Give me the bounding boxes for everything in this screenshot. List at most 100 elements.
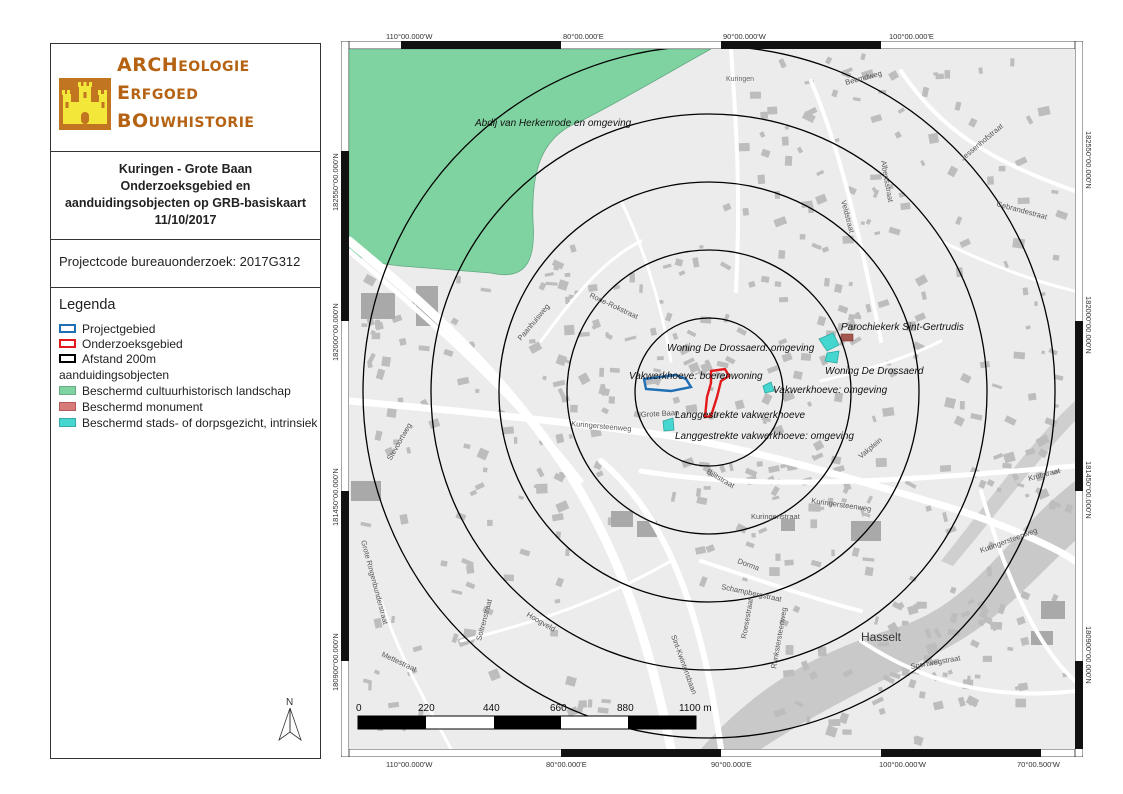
building	[775, 553, 781, 561]
large-building	[361, 293, 395, 319]
building	[859, 507, 866, 517]
building	[781, 352, 793, 363]
scale-label-220: 220	[418, 703, 435, 714]
building	[998, 166, 1006, 172]
building	[386, 408, 397, 418]
building	[707, 412, 720, 420]
title-line-1: Kuringen - Grote Baan	[118, 162, 253, 176]
building	[842, 488, 849, 495]
building	[374, 321, 384, 331]
building	[762, 417, 769, 425]
building	[913, 735, 924, 747]
building	[745, 541, 755, 549]
building	[900, 202, 911, 211]
building	[916, 601, 927, 609]
building	[482, 467, 488, 473]
building	[748, 280, 756, 288]
building	[842, 668, 854, 678]
building	[1022, 287, 1029, 296]
building	[812, 439, 825, 452]
building	[519, 548, 531, 557]
building	[751, 532, 756, 538]
coord-bottom-4: 100°00.000'W	[879, 760, 926, 769]
building	[678, 270, 686, 277]
large-building	[351, 481, 381, 501]
building	[842, 729, 852, 735]
building	[374, 430, 383, 441]
building	[792, 605, 801, 613]
building	[734, 399, 745, 410]
building	[569, 244, 577, 253]
coord-left-1: 182550°00.000'N	[331, 153, 340, 211]
building	[367, 352, 376, 363]
building	[887, 621, 900, 635]
building	[898, 601, 905, 609]
scale-label-880: 880	[617, 703, 634, 714]
building	[778, 250, 786, 259]
building	[831, 89, 839, 98]
building	[465, 564, 475, 574]
building	[870, 114, 883, 123]
building	[568, 434, 573, 439]
building	[597, 707, 609, 714]
building	[463, 443, 471, 450]
building	[960, 610, 971, 618]
building	[723, 313, 730, 323]
large-building	[781, 519, 795, 531]
building	[716, 360, 729, 369]
building	[742, 207, 750, 216]
building	[1035, 487, 1048, 497]
building	[806, 401, 813, 408]
building	[371, 332, 381, 340]
large-building	[611, 511, 633, 527]
building	[1014, 156, 1028, 167]
river-water	[701, 481, 1075, 749]
building	[360, 521, 372, 528]
building	[784, 155, 793, 166]
vakwerkhoeve-area	[762, 381, 775, 394]
building	[932, 700, 944, 711]
building	[1035, 471, 1044, 482]
protected-objects	[662, 332, 854, 432]
building	[418, 345, 430, 352]
map-frame[interactable]: Grote Baan Kuringersteenweg Kuringenstra…	[331, 32, 1093, 769]
building	[828, 497, 834, 506]
building	[461, 557, 474, 567]
building	[686, 329, 697, 338]
building	[947, 628, 961, 637]
building	[591, 318, 601, 329]
building	[361, 323, 368, 328]
building	[699, 461, 710, 468]
building	[944, 397, 957, 409]
building	[760, 275, 770, 283]
building	[1025, 115, 1034, 125]
building	[1012, 237, 1026, 249]
north-label: N	[286, 697, 293, 708]
building	[738, 142, 750, 152]
building	[778, 338, 788, 346]
building	[656, 356, 664, 361]
street-label: Grote Baan	[641, 408, 680, 419]
map-canvas[interactable]: Grote Baan Kuringersteenweg Kuringenstra…	[341, 41, 1083, 757]
building	[779, 618, 790, 627]
building	[864, 566, 874, 577]
building	[969, 639, 980, 649]
coord-top-4: 100°00.000'E	[889, 32, 934, 41]
building	[778, 296, 789, 303]
building	[986, 478, 995, 487]
building	[967, 675, 971, 681]
building	[577, 372, 591, 386]
building	[877, 299, 890, 309]
building	[901, 620, 909, 626]
building	[1027, 392, 1037, 401]
building	[769, 567, 780, 577]
building	[841, 498, 847, 503]
building	[744, 467, 758, 478]
building	[781, 136, 789, 146]
building	[480, 287, 492, 293]
scale-label-660: 660	[550, 703, 567, 714]
building	[831, 549, 835, 557]
building	[476, 447, 490, 461]
street-label: Kuringenstraat	[751, 512, 801, 521]
building	[670, 491, 677, 503]
